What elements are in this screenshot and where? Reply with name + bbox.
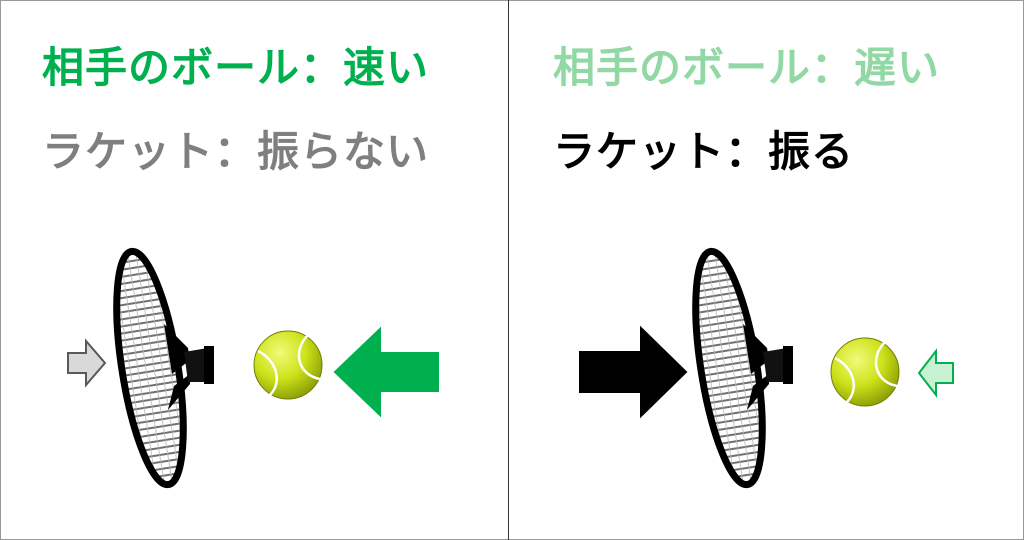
racket-arrow-icon — [67, 338, 107, 388]
tennis-ball-icon — [252, 329, 324, 401]
scene-fast-ball — [67, 240, 439, 510]
ball-arrow-icon — [917, 348, 954, 398]
tennis-ball-icon — [829, 336, 901, 408]
panel-fast-ball: 相手のボール：速い ラケット：振らない — [0, 0, 508, 540]
ball-speed-label: 相手のボール：遅い — [553, 43, 941, 92]
tennis-racket-icon — [683, 247, 793, 489]
tennis-racket-icon — [104, 247, 214, 489]
panel-divider — [508, 0, 509, 540]
panel-slow-ball: 相手のボール：遅い ラケット：振る — [509, 0, 1017, 540]
ball-speed-label: 相手のボール：速い — [42, 43, 430, 92]
racket-arrow-icon — [579, 325, 688, 419]
racket-action-label: ラケット：振らない — [42, 127, 430, 176]
racket-action-label: ラケット：振る — [553, 127, 855, 176]
scene-slow-ball — [579, 240, 954, 510]
ball-arrow-icon — [333, 326, 439, 418]
